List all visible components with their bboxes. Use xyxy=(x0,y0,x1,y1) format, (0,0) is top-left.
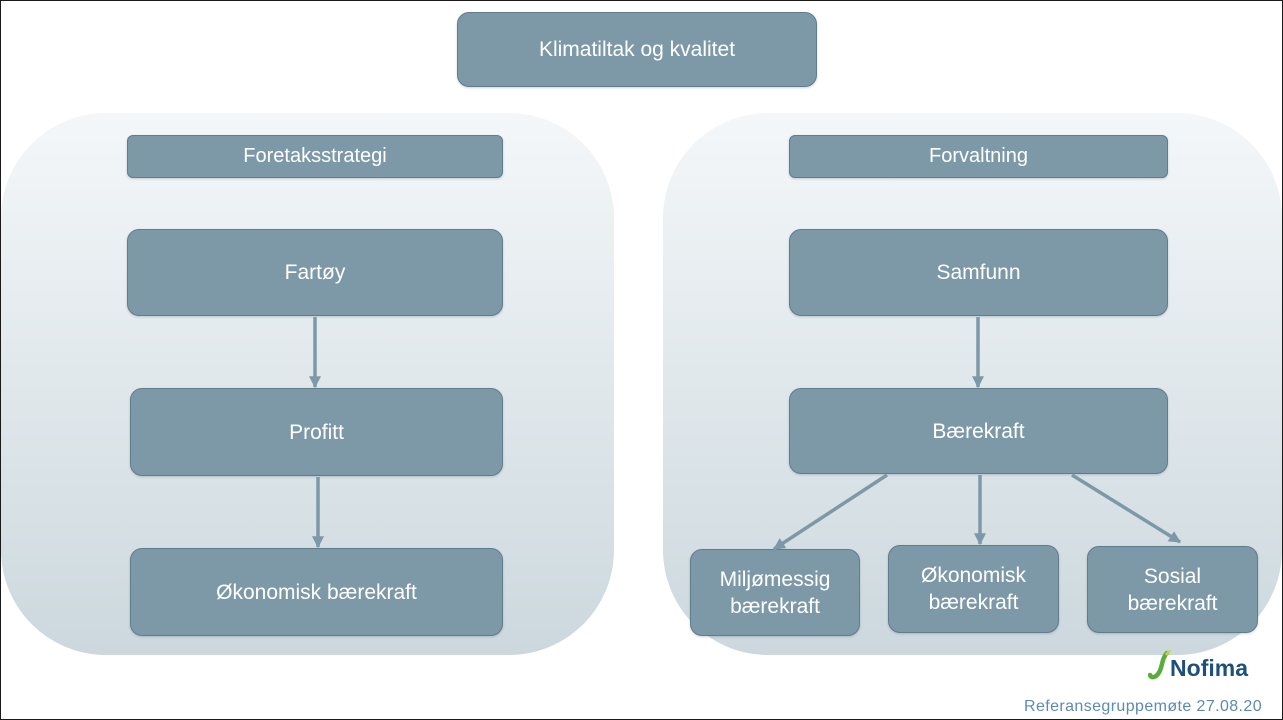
okonomisk-baerekraft-box-left: Økonomisk bærekraft xyxy=(130,548,503,636)
miljomessig-baerekraft-label: Miljømessig bærekraft xyxy=(719,567,831,618)
right-panel-header-label: Forvaltning xyxy=(929,145,1028,167)
miljomessig-baerekraft-box: Miljømessig bærekraft xyxy=(690,549,860,636)
samfunn-label: Samfunn xyxy=(936,261,1021,284)
logo-text: Nofima xyxy=(1170,655,1248,681)
okonomisk-baerekraft-label-right: Økonomisk bærekraft xyxy=(920,564,1027,614)
title-box: Klimatiltak og kvalitet xyxy=(457,12,817,87)
profitt-label: Profitt xyxy=(289,420,344,444)
footer-text: Referansegruppemøte 27.08.20 xyxy=(1023,698,1262,715)
nofima-leaf-icon xyxy=(1148,650,1172,680)
nofima-logo: Nofima xyxy=(1148,649,1248,681)
fartoy-label: Fartøy xyxy=(284,261,346,284)
title-label: Klimatiltak og kvalitet xyxy=(538,38,736,61)
sosial-baerekraft-box: Sosial bærekraft xyxy=(1087,546,1258,633)
right-panel-header: Forvaltning xyxy=(789,135,1168,178)
samfunn-box: Samfunn xyxy=(789,229,1168,316)
baerekraft-label: Bærekraft xyxy=(932,419,1025,443)
profitt-box: Profitt xyxy=(130,388,503,476)
left-panel-header: Foretaksstrategi xyxy=(127,135,503,178)
okonomisk-baerekraft-label-left: Økonomisk bærekraft xyxy=(216,580,417,604)
fartoy-box: Fartøy xyxy=(127,229,503,316)
sosial-baerekraft-label: Sosial bærekraft xyxy=(1127,564,1218,615)
okonomisk-baerekraft-box-right: Økonomisk bærekraft xyxy=(888,545,1059,633)
baerekraft-box: Bærekraft xyxy=(789,388,1168,474)
left-panel-header-label: Foretaksstrategi xyxy=(243,145,387,167)
